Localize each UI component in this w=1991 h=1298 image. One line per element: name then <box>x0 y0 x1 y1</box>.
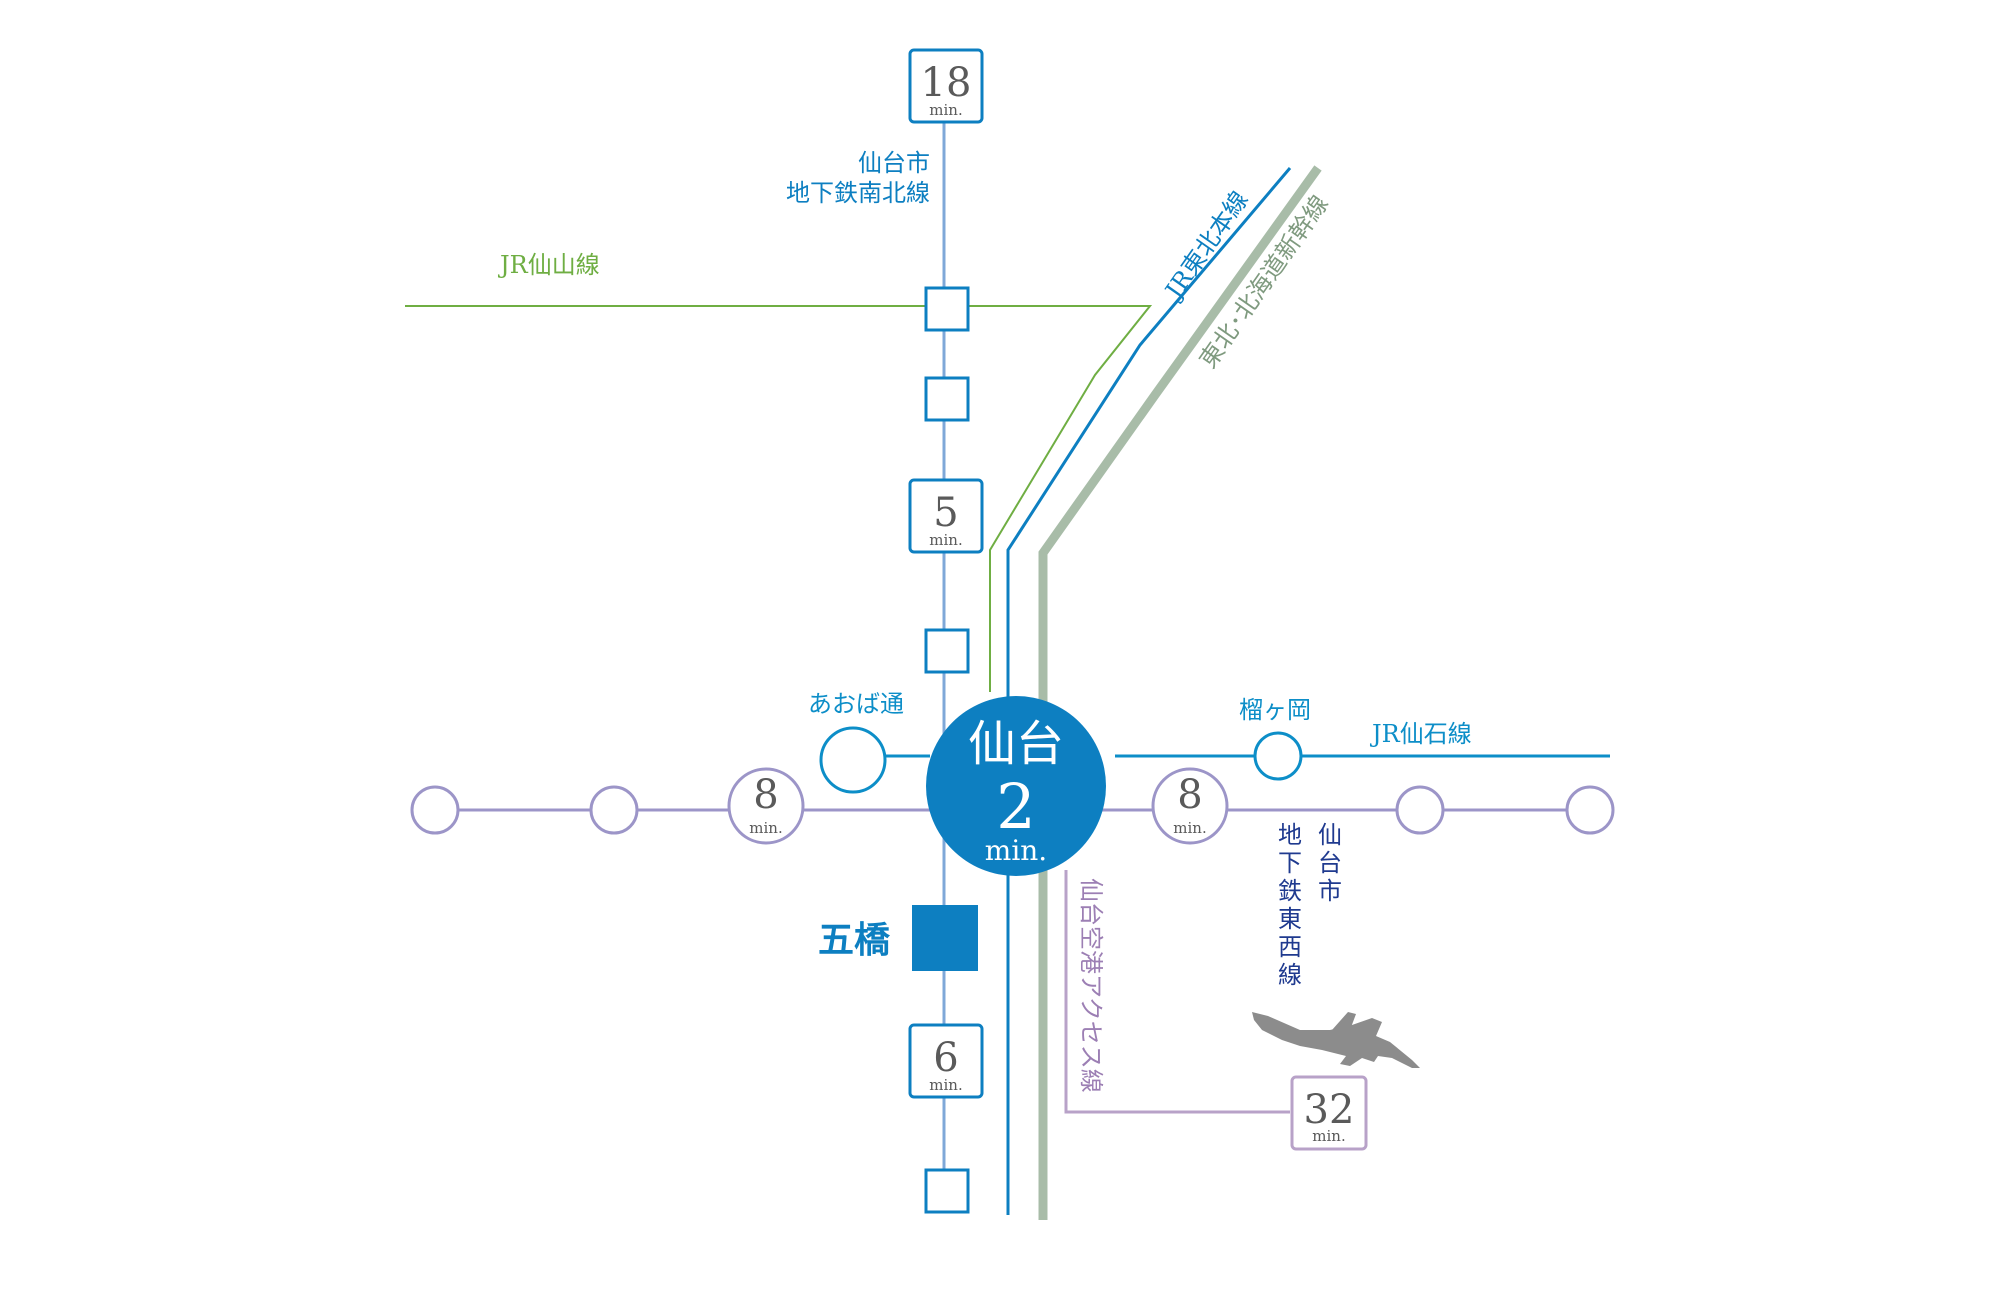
station-box <box>924 376 970 422</box>
svg-text:台: 台 <box>1318 849 1342 877</box>
tozai-station <box>1395 785 1445 835</box>
goshi-station <box>912 905 978 971</box>
time-airport-unit: min. <box>1312 1127 1345 1145</box>
svg-text:市: 市 <box>1318 877 1342 905</box>
tozai-station <box>589 785 639 835</box>
station-box <box>924 1168 970 1214</box>
senzan-label: JR仙山線 <box>497 251 600 279</box>
time-circle-east <box>1151 767 1229 845</box>
time-box-north-mid <box>908 478 984 554</box>
time-west-unit: min. <box>749 819 782 837</box>
aoba-dori-label: あおば通 <box>808 690 904 718</box>
sendai-hub <box>926 696 1106 876</box>
svg-text:仙: 仙 <box>1318 821 1342 849</box>
time-north-mid: 5 <box>933 490 958 536</box>
senseki-label: JR仙石線 <box>1369 720 1472 748</box>
svg-text:東: 東 <box>1278 905 1302 933</box>
station-box <box>924 628 970 674</box>
shinkansen-line <box>1038 165 1322 1220</box>
svg-text:下: 下 <box>1278 849 1302 877</box>
time-north-mid-unit: min. <box>929 531 962 549</box>
hub-name: 仙台 <box>968 716 1064 772</box>
tozai-label: 仙 台 市 地 下 鉄 東 西 線 <box>1278 821 1342 989</box>
airport-label: 仙台空港アクセス線 <box>1077 878 1105 1093</box>
station-box <box>924 286 970 332</box>
tohoku-label: JR東北本線 <box>1158 186 1254 306</box>
time-south: 6 <box>933 1035 958 1081</box>
hub-unit: min. <box>985 834 1047 867</box>
tsutsujigaoka-station <box>1253 731 1303 781</box>
nanboku-label-1: 仙台市 <box>858 149 930 177</box>
time-west: 8 <box>753 772 778 818</box>
tozai-station <box>1565 785 1615 835</box>
nanboku-label-2: 地下鉄南北線 <box>786 179 930 207</box>
svg-text:地: 地 <box>1278 821 1302 849</box>
senzan-line <box>405 305 1153 692</box>
time-south-unit: min. <box>929 1076 962 1094</box>
time-east-unit: min. <box>1173 819 1206 837</box>
time-box-north-top <box>908 48 984 124</box>
time-east: 8 <box>1177 772 1202 818</box>
hub-minutes: 2 <box>996 770 1035 843</box>
time-airport: 32 <box>1304 1087 1355 1133</box>
time-box-south <box>908 1023 984 1099</box>
tozai-station <box>410 785 460 835</box>
tohoku-line <box>1006 167 1292 1215</box>
time-circle-west <box>727 767 805 845</box>
svg-text:線: 線 <box>1278 961 1302 989</box>
tsutsujigaoka-label: 榴ヶ岡 <box>1239 696 1311 724</box>
airport-line <box>1064 870 1290 1114</box>
goshi-label: 五橋 <box>818 919 890 961</box>
svg-text:鉄: 鉄 <box>1278 877 1302 905</box>
airplane-icon <box>1252 1012 1420 1068</box>
time-box-airport <box>1290 1075 1368 1151</box>
time-north-top-unit: min. <box>929 101 962 119</box>
svg-text:西: 西 <box>1278 933 1302 961</box>
time-north-top: 18 <box>921 60 972 106</box>
aoba-dori-station <box>819 726 887 794</box>
